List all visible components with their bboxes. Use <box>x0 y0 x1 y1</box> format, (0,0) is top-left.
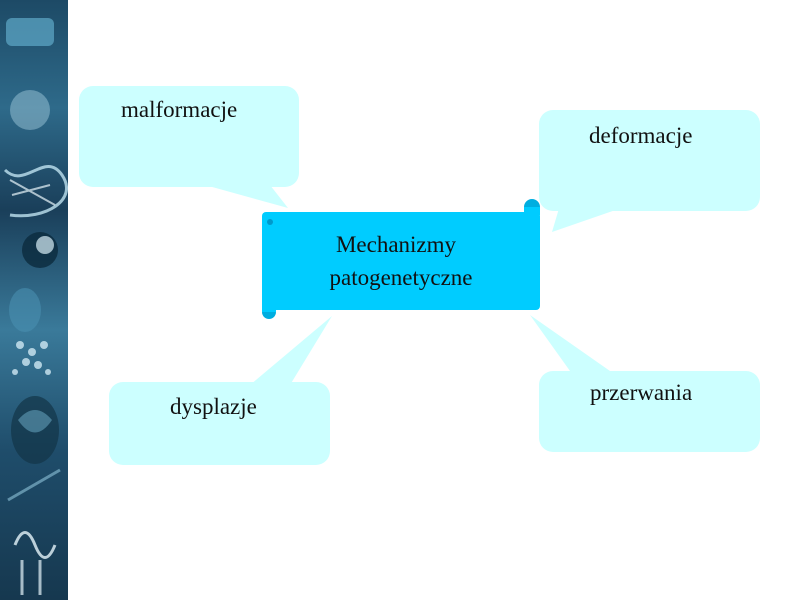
central-title-line1: Mechanizmy <box>335 232 457 257</box>
bubble-dysplazje <box>109 382 330 465</box>
label-malformacje: malformacje <box>121 97 238 122</box>
tail-top-left <box>205 185 288 208</box>
label-przerwania: przerwania <box>590 380 693 405</box>
label-dysplazje: dysplazje <box>170 394 257 419</box>
tail-bottom-left <box>250 316 332 385</box>
bubble-deformacje <box>539 110 760 211</box>
bubble-przerwania <box>539 371 760 452</box>
biology-collage-icon <box>3 18 68 595</box>
tail-top-right <box>552 205 630 232</box>
decorative-sidebar-image <box>0 0 68 600</box>
label-deformacje: deformacje <box>589 123 693 148</box>
tail-bottom-right <box>530 315 620 378</box>
bubble-malformacje <box>79 86 299 187</box>
central-title: Mechanizmy patogenetyczne <box>262 228 540 294</box>
central-scroll <box>262 212 540 310</box>
central-title-line2: patogenetyczne <box>329 265 473 290</box>
